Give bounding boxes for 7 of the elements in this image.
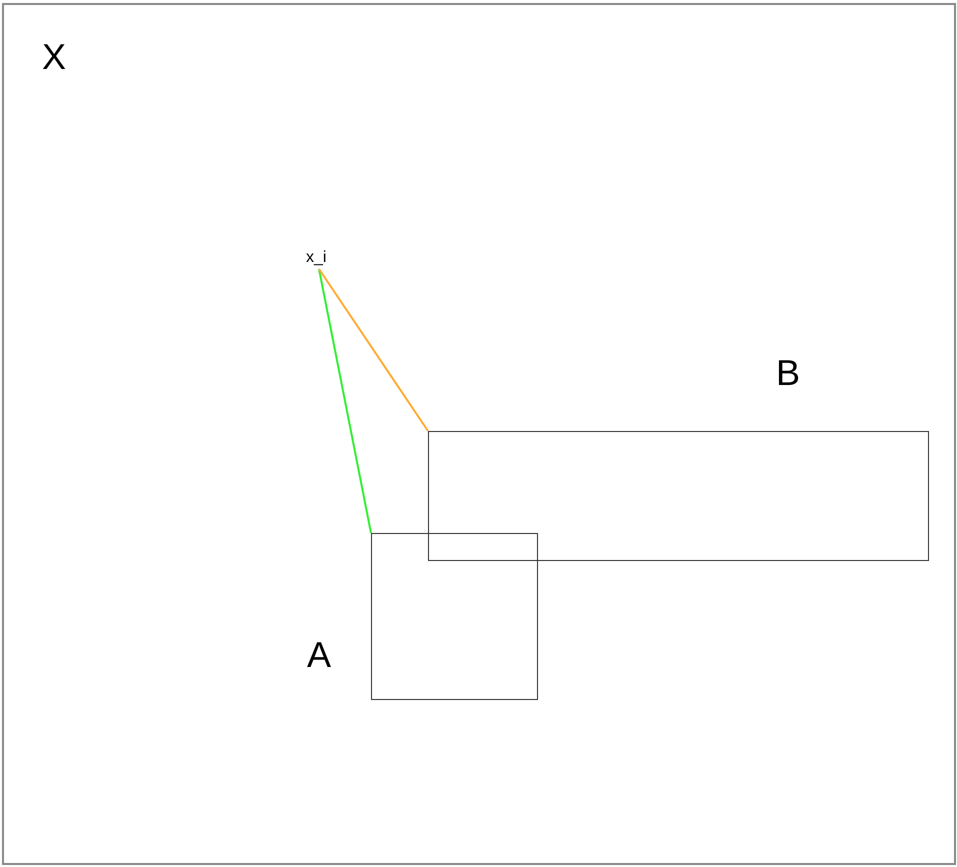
region-label: A	[307, 637, 332, 673]
region-label: B	[776, 355, 800, 391]
frame	[2, 3, 956, 865]
point-label: x_i	[306, 249, 334, 269]
connector-line	[318, 268, 372, 534]
region-label: X	[42, 39, 66, 75]
connector-line	[318, 268, 429, 432]
